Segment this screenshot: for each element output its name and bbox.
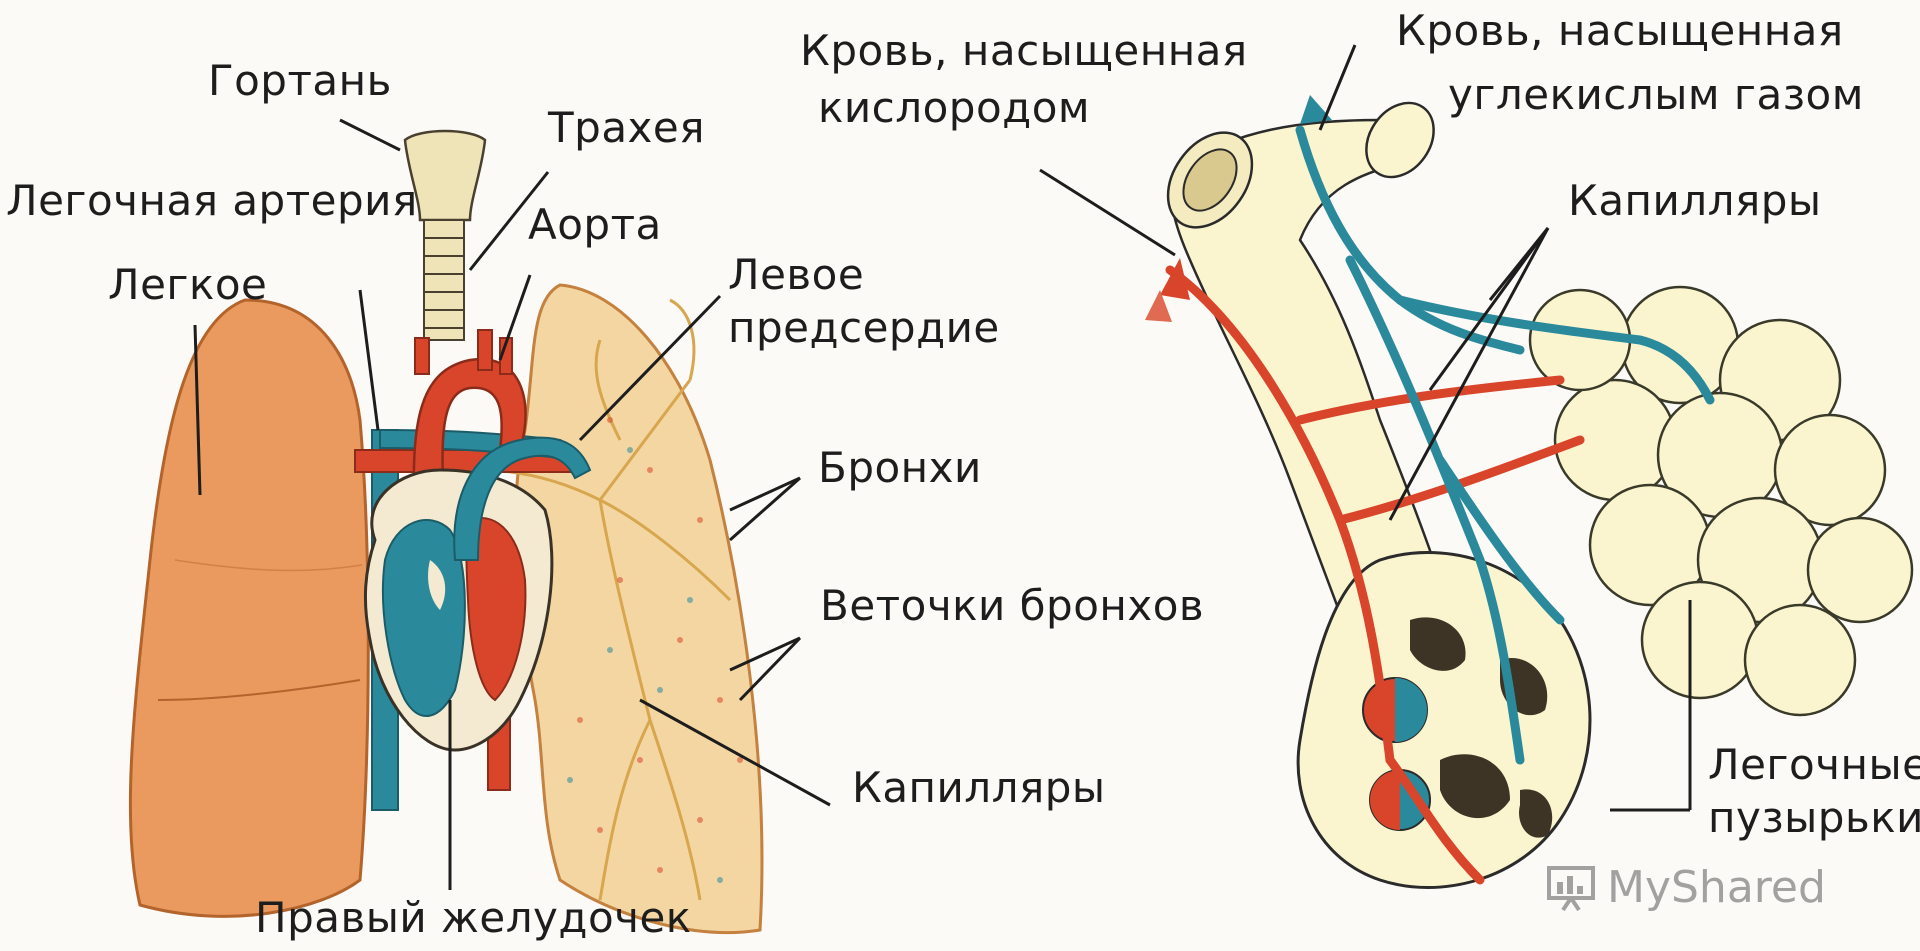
- label-alveoli-line2: пузырьки: [1708, 795, 1920, 841]
- alveoli-cluster: [1530, 287, 1912, 715]
- label-aorta: Аорта: [528, 202, 662, 248]
- right-lung: [130, 300, 368, 916]
- label-oxygen-blood-line1: Кровь, насыщенная: [800, 28, 1248, 74]
- label-oxygen-blood-line2: кислородом: [818, 85, 1090, 131]
- label-pulmonary-artery: Легочная артерия: [6, 178, 418, 224]
- label-co2-blood-line1: Кровь, насыщенная: [1396, 8, 1844, 54]
- label-left-atrium-line2: предсердие: [728, 305, 1000, 351]
- watermark-text: MyShared: [1607, 862, 1826, 913]
- presentation-icon: [1545, 864, 1597, 912]
- label-alveoli-line1: Легочные: [1708, 742, 1920, 788]
- watermark: MyShared: [1545, 862, 1826, 913]
- label-capillaries-right: Капилляры: [1568, 178, 1822, 224]
- trachea: [424, 220, 464, 340]
- label-trachea: Трахея: [548, 105, 705, 151]
- label-co2-blood-line2: углекислым газом: [1448, 72, 1864, 118]
- label-capillaries-left: Капилляры: [852, 765, 1106, 811]
- label-lung: Легкое: [108, 262, 267, 308]
- label-bronchi: Бронхи: [818, 445, 982, 491]
- label-bronchial-branches: Веточки бронхов: [820, 583, 1204, 629]
- left-lung: [515, 285, 762, 933]
- label-larynx: Гортань: [208, 58, 392, 104]
- label-left-atrium-line1: Левое: [728, 252, 864, 298]
- label-right-ventricle: Правый желудочек: [255, 895, 692, 941]
